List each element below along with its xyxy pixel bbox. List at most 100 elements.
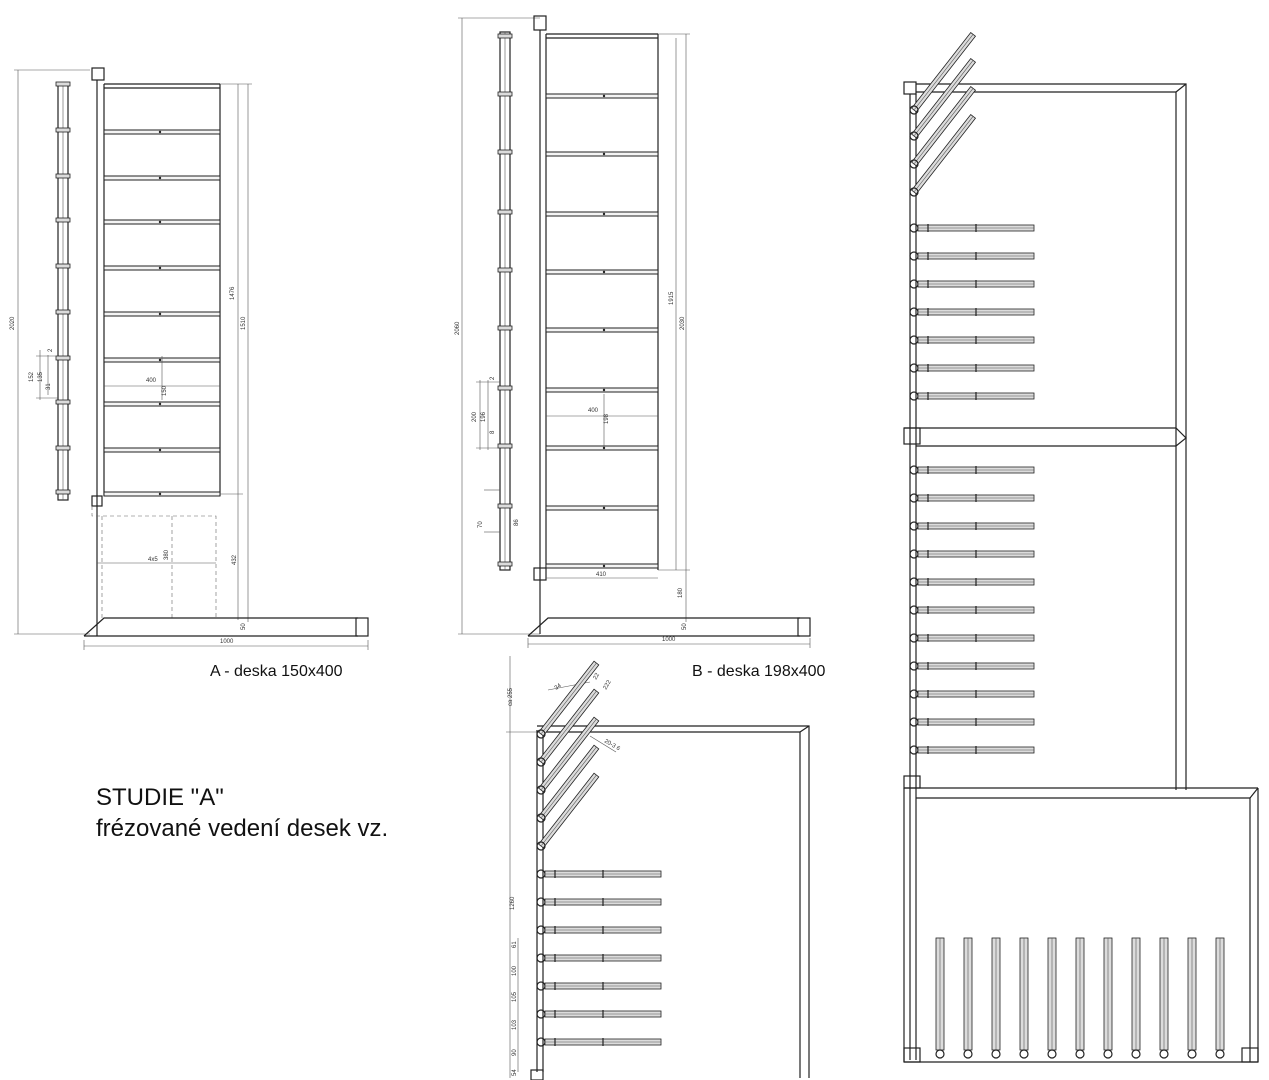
plate-hinge	[909, 223, 919, 233]
shelf-screw	[602, 152, 606, 156]
side-bracket	[497, 503, 513, 509]
plate-hinge	[536, 897, 546, 907]
tilted-plate	[536, 772, 600, 851]
plate-hinge	[909, 633, 919, 643]
side-bracket	[55, 263, 71, 269]
side-bracket	[55, 489, 71, 495]
side-bracket	[55, 445, 71, 451]
plate-hinge	[1215, 1049, 1225, 1059]
plate-groove	[540, 774, 597, 847]
shelf-board	[103, 401, 221, 407]
dim-a-shelf-height: 150	[162, 385, 168, 396]
side-bracket	[55, 173, 71, 179]
shelf-screw	[158, 266, 162, 270]
tilted-plate	[909, 85, 977, 169]
plate-hinge	[909, 689, 919, 699]
plate-hinge	[536, 1009, 546, 1019]
plate-hinge	[909, 279, 919, 289]
dim-a-upper-inner: 1476	[230, 286, 236, 300]
plate-hinge	[909, 717, 919, 727]
plate-hinge	[1131, 1049, 1141, 1059]
plate	[909, 465, 1035, 475]
dim-a-d3: 135	[38, 371, 44, 382]
shelf-screw	[602, 328, 606, 332]
tilted-plate	[536, 688, 600, 767]
side-bracket	[55, 81, 71, 87]
plate-groove	[913, 60, 974, 137]
vertical-plate	[1215, 937, 1225, 1059]
plate	[909, 605, 1035, 615]
plate-hinge	[991, 1049, 1001, 1059]
drawing-d-vertical-plates	[935, 937, 1225, 1059]
plate	[909, 745, 1035, 755]
plate-hinge	[1047, 1049, 1057, 1059]
dim-b-width: 1000	[662, 637, 676, 643]
vertical-plate	[1103, 937, 1113, 1059]
vertical-plate	[1159, 937, 1169, 1059]
study-title: STUDIE "A"	[96, 784, 224, 811]
plate-hinge	[935, 1049, 945, 1059]
shelf-screw	[158, 492, 162, 496]
plate-hinge	[536, 981, 546, 991]
plate-hinge	[909, 493, 919, 503]
dim-b-upper-inner: 1915	[669, 291, 675, 305]
plate-groove	[913, 88, 974, 165]
caption-a: A - deska 150x400	[210, 663, 343, 680]
plate-groove	[540, 746, 597, 819]
plate-hinge	[536, 869, 546, 879]
side-bracket	[497, 385, 513, 391]
shelf-screw	[158, 220, 162, 224]
shelf-board	[545, 93, 659, 99]
plate	[909, 577, 1035, 587]
drawing-d-tilted-plates	[909, 31, 977, 197]
plate	[536, 869, 662, 879]
drawing-d-upper-plates	[909, 223, 1035, 401]
plate	[909, 335, 1035, 345]
plate-hinge	[909, 661, 919, 671]
dim-a-d4: 31	[46, 383, 52, 390]
plate-hinge	[536, 953, 546, 963]
vertical-plate	[991, 937, 1001, 1059]
shelf-board	[103, 447, 221, 453]
plate-hinge	[1159, 1049, 1169, 1059]
plate	[909, 391, 1035, 401]
plate	[536, 953, 662, 963]
caption-b: B - deska 198x400	[692, 663, 826, 680]
shelf-board	[545, 151, 659, 157]
shelf-screw	[158, 176, 162, 180]
plate-hinge	[536, 813, 546, 823]
plate-hinge	[909, 335, 919, 345]
shelf-screw	[602, 388, 606, 392]
vertical-plate	[963, 937, 973, 1059]
side-bracket	[497, 561, 513, 567]
shelf-screw	[602, 506, 606, 510]
plate	[536, 1037, 662, 1047]
plate-groove	[540, 718, 597, 791]
plate	[909, 549, 1035, 559]
dim-a-shelf-width: 400	[146, 378, 157, 384]
plate-hinge	[909, 605, 919, 615]
shelf-screw	[158, 130, 162, 134]
plate	[909, 279, 1035, 289]
dim-a-d2: 152	[29, 371, 35, 382]
plate-hinge	[536, 841, 546, 851]
tilted-plate	[909, 31, 977, 115]
shelf-screw	[602, 94, 606, 98]
plate-hinge	[909, 131, 919, 141]
dim-b-foot: 50	[682, 623, 688, 630]
drawing-d	[903, 31, 1259, 1063]
side-bracket	[497, 33, 513, 39]
dim-b-total-height: 2060	[455, 321, 461, 335]
vertical-plate	[1187, 937, 1197, 1059]
dim-c-pitch-2: 100	[512, 965, 518, 976]
dim-a-foot: 50	[241, 623, 247, 630]
side-bracket	[497, 209, 513, 215]
plate-hinge	[909, 159, 919, 169]
shelf-board	[545, 269, 659, 275]
plate-hinge	[1187, 1049, 1197, 1059]
dim-a-base-width: 4x5	[148, 557, 158, 563]
drawing-c-stored-plates	[536, 869, 662, 1047]
dim-c-column-height: 1260	[510, 896, 516, 910]
plate	[536, 981, 662, 991]
tilted-plate	[909, 57, 977, 141]
